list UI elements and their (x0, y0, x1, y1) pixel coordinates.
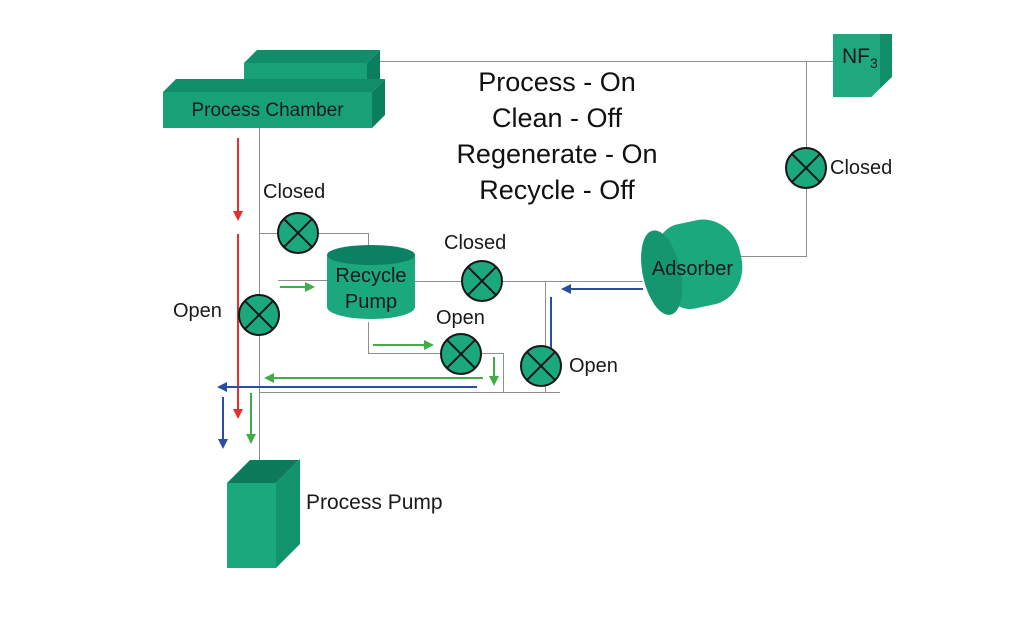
pipe-bottom-manifold (259, 392, 560, 393)
chamber-main-line-valve-label: Open (173, 300, 222, 322)
chamber-main-line-valve[interactable] (238, 294, 280, 336)
pipe-to-adsorber (740, 256, 807, 257)
pipe-return-down (545, 281, 546, 392)
adsorber-label: Adsorber (651, 258, 734, 280)
flow-green-manifold-left (264, 373, 483, 383)
status-line-process: Process - On (478, 67, 636, 97)
chamber-top-face (163, 79, 385, 92)
pipe-adsorber-to-pump (415, 281, 643, 282)
recycle-pump-label-line2: Pump (344, 291, 398, 313)
status-line-regenerate: Regenerate - On (456, 139, 658, 169)
recycle-loop-valve[interactable] (440, 333, 482, 375)
flow-red-chamber-down-2 (233, 234, 243, 419)
adsorber-return-valve[interactable] (520, 345, 562, 387)
nf3-supply-valve[interactable] (785, 147, 827, 189)
nf3-right-face (880, 34, 892, 97)
recycle-branch-valve-label: Closed (263, 181, 326, 203)
flow-green-loop-right (373, 340, 434, 350)
recycle-pump (327, 245, 415, 325)
flow-green-loop-down (489, 357, 499, 386)
status-line-clean: Clean - Off (491, 103, 623, 133)
pipe-recycle-pump-bottom (368, 322, 369, 353)
pipe-recycle-pump-top (368, 233, 369, 255)
pipe-loop-down (503, 353, 504, 392)
process-chamber-label: Process Chamber (191, 100, 344, 121)
flow-green-into-recycle-pump (280, 282, 315, 292)
flow-red-chamber-down-1 (233, 138, 243, 221)
nf3-label: NF3 (842, 45, 878, 72)
chamber-front-face (163, 92, 372, 128)
nf3-supply-valve-label: Closed (830, 157, 893, 179)
recycle-pump-label-line1: Recycle (335, 265, 407, 287)
status-line-recycle: Recycle - Off (479, 175, 635, 205)
adsorber-return-valve-label: Open (569, 355, 618, 377)
recycle-branch-valve[interactable] (277, 212, 319, 254)
recycle-loop-valve-label: Open (436, 307, 485, 329)
process-pump-label: Process Pump (306, 491, 443, 514)
mode-status-block: Process - On Clean - Off Regenerate - On… (417, 64, 697, 208)
flow-blue-from-adsorber (561, 284, 643, 294)
recycle-pump-outlet-valve[interactable] (461, 260, 503, 302)
flow-blue-manifold-left (217, 382, 477, 392)
nf3-source: NF3 (833, 34, 892, 97)
flow-blue-to-process-pump (218, 397, 228, 449)
pipe-recycle-loop (368, 353, 503, 354)
flow-green-to-process-pump (246, 393, 256, 444)
recycle-pump-outlet-valve-label: Closed (444, 232, 507, 254)
pipe-pump-inlet (278, 280, 328, 281)
pipe-chamber-to-nf3 (367, 61, 833, 62)
process-pump-front-face (227, 483, 276, 568)
recycle-pump-body (327, 255, 415, 319)
recycle-pump-top (327, 245, 415, 265)
chamber-lid-top-face (244, 50, 380, 63)
